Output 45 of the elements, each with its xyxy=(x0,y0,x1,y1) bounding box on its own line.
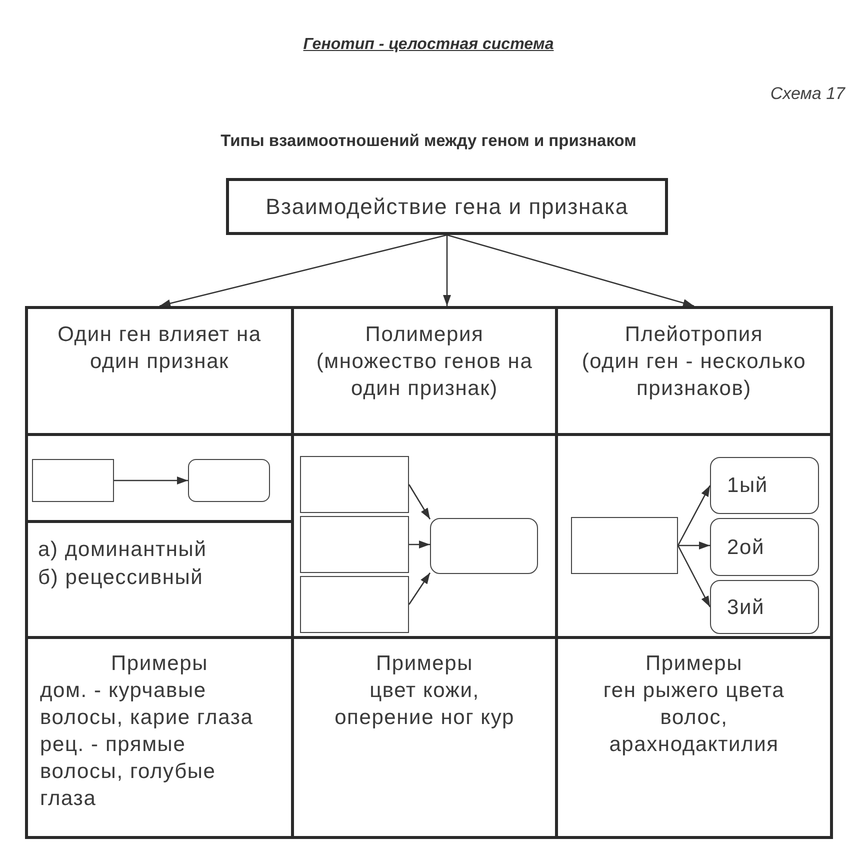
table-cell xyxy=(555,306,833,436)
table-cell xyxy=(25,636,294,839)
arrow xyxy=(408,572,431,605)
arrow xyxy=(159,234,448,308)
box-label: 2ой xyxy=(727,534,766,560)
cell-heading: Примеры xyxy=(644,651,744,677)
box-label: 1ый xyxy=(727,473,769,499)
table-cell xyxy=(25,306,294,436)
list-item: б) рецессивный xyxy=(38,565,204,591)
rounded-box xyxy=(710,580,819,634)
rounded-box xyxy=(710,518,819,576)
diagram-title: Генотип - целостная система xyxy=(302,36,555,54)
arrow xyxy=(408,484,431,520)
cell-heading: Примеры xyxy=(375,651,474,677)
list-item: а) доминантный xyxy=(38,537,208,563)
empty-box xyxy=(571,517,678,574)
arrow xyxy=(443,235,451,306)
cell-text: Один ген влияет на один признак xyxy=(56,322,262,375)
rounded-box xyxy=(430,518,538,574)
box-label: Взаимодействие гена и признака xyxy=(264,193,630,220)
rounded-box xyxy=(710,457,819,514)
cell-text: (один ген - несколько признаков) xyxy=(580,349,808,402)
cell-heading: Плейотропия xyxy=(624,322,764,348)
empty-box xyxy=(300,516,409,573)
arrow xyxy=(677,485,711,546)
cell-text: рец. - прямые волосы, голубые глаза xyxy=(40,732,217,812)
diagram-subtitle: Типы взаимоотношений между геном и признаком xyxy=(220,132,638,151)
cell-text: цвет кожи, оперение ног кур xyxy=(334,678,516,731)
arrow xyxy=(114,476,188,484)
empty-box xyxy=(32,459,114,502)
arrow xyxy=(677,545,711,608)
cell-heading: Полимерия xyxy=(364,322,485,348)
box-label: 3ий xyxy=(727,594,766,620)
empty-box xyxy=(300,576,409,633)
cell-text: (множество генов на один признак) xyxy=(315,349,534,402)
arrow xyxy=(409,540,430,548)
arrow xyxy=(678,542,710,550)
arrow xyxy=(446,234,694,307)
concept-box xyxy=(226,178,668,235)
empty-box xyxy=(300,456,409,513)
figure-number: Схема 17 xyxy=(770,84,845,104)
cell-heading: Примеры xyxy=(110,651,209,677)
table-cell xyxy=(555,636,833,839)
cell-text: ген рыжего цвета волос, арахнодактилия xyxy=(602,678,786,758)
rounded-box xyxy=(188,459,270,502)
